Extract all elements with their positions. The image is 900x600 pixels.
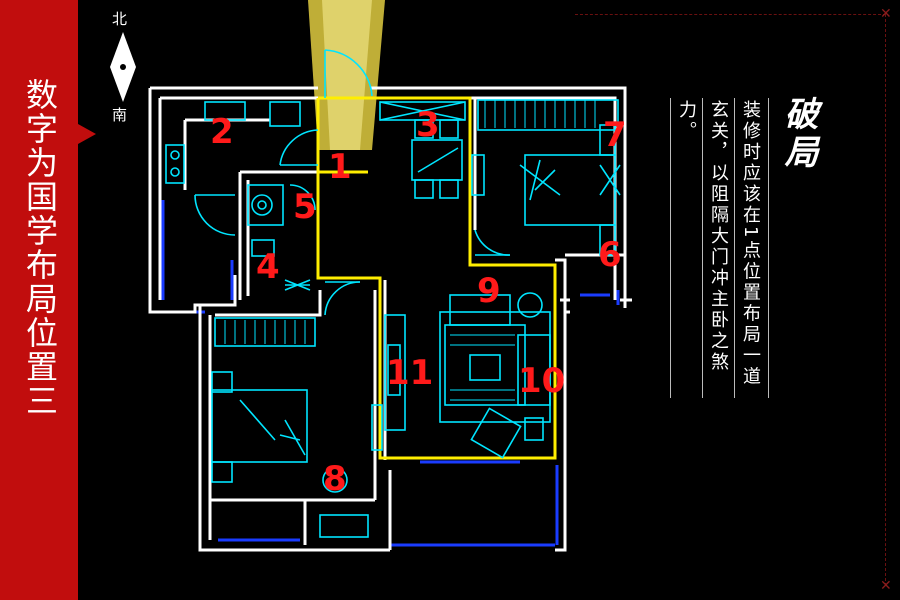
- article-heading: 破局: [778, 96, 818, 172]
- frame-line-top: [575, 14, 886, 15]
- marker-2: 2: [210, 112, 234, 152]
- floor-plan: 1 2 3 4 5 6 7 8 9 10 11: [148, 0, 632, 552]
- marker-8: 8: [323, 459, 347, 499]
- position-markers: 1 2 3 4 5 6 7 8 9 10 11: [210, 105, 627, 499]
- article-line-3: 力。: [676, 100, 697, 142]
- divider-line: [670, 98, 671, 398]
- frame-line-right: [885, 14, 886, 586]
- divider-line: [768, 98, 769, 398]
- marker-1: 1: [328, 147, 352, 187]
- marker-11: 11: [386, 353, 433, 393]
- walls: [148, 86, 632, 552]
- sidebar-pointer: [78, 124, 96, 144]
- windows: [161, 200, 620, 547]
- light-beam-core: [322, 0, 372, 150]
- article-line-1: 装修时应该在1点位置布局一道: [740, 100, 761, 388]
- sidebar-title: 数字为国学布局位置三: [21, 78, 59, 418]
- fixtures: [165, 49, 621, 538]
- compass-icon: [110, 32, 136, 102]
- compass-north-label: 北: [112, 10, 128, 28]
- marker-9: 9: [477, 271, 501, 311]
- marker-10: 10: [518, 361, 565, 401]
- marker-6: 6: [598, 235, 622, 275]
- divider-line: [702, 98, 703, 398]
- frame-corner-icon: ✕: [880, 578, 892, 594]
- marker-5: 5: [293, 187, 317, 227]
- cabinet-hatching: [224, 100, 596, 401]
- highlight-zones: [316, 96, 557, 460]
- marker-4: 4: [256, 247, 280, 287]
- sidebar: 数字为国学布局位置三: [0, 0, 78, 600]
- marker-3: 3: [416, 105, 440, 145]
- article-line-2: 玄关，以阻隔大门冲主卧之煞: [708, 100, 729, 373]
- marker-7: 7: [603, 115, 627, 155]
- compass-south-label: 南: [112, 106, 128, 124]
- frame-corner-icon: ✕: [880, 6, 892, 22]
- divider-line: [734, 98, 735, 398]
